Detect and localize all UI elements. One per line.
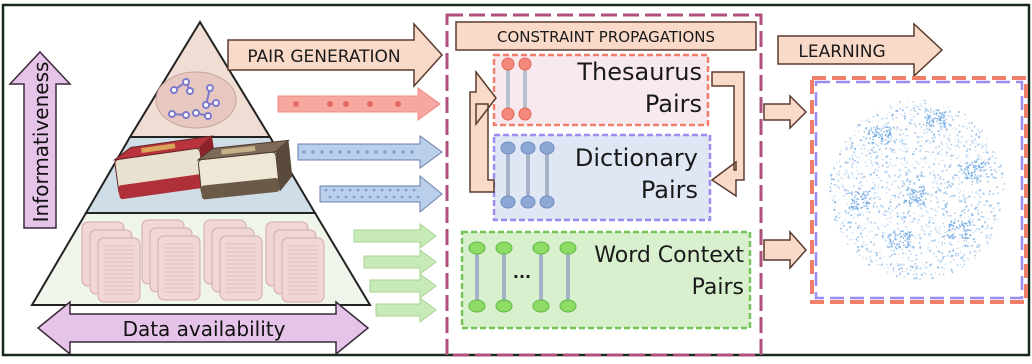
ellipsis-label: ... — [513, 263, 531, 282]
books-icon — [112, 135, 293, 200]
constraint-propagations-header: CONSTRAINT PROPAGATIONS — [455, 21, 757, 51]
pair-generation-arrow: PAIR GENERATION — [227, 22, 444, 88]
context-input-arrows — [353, 223, 437, 323]
word-context-label: Word Context — [594, 243, 744, 268]
learning-label: LEARNING — [798, 42, 885, 62]
thesaurus-pairs-box: Thesaurus Pairs — [492, 53, 710, 127]
dictionary-pairs-box: Dictionary Pairs — [492, 133, 712, 222]
pair-generation-label: PAIR GENERATION — [247, 47, 400, 67]
thesaurus-pairs-label: Pairs — [645, 90, 702, 118]
embedding-box — [810, 76, 1028, 304]
dictionary-pairs-label: Pairs — [641, 176, 698, 204]
word-context-pairs-box: ... Word Context Pairs — [460, 230, 752, 330]
dictionary-label: Dictionary — [575, 144, 698, 172]
informativeness-arrow: Informativeness — [8, 50, 72, 229]
output-arrow-lower — [763, 230, 808, 270]
word-context-pairs-label: Pairs — [692, 275, 744, 300]
thesaurus-input-arrow — [277, 87, 441, 121]
dictionary-input-arrow-2 — [319, 174, 443, 214]
point-cloud-icon — [829, 99, 1006, 281]
data-availability-label: Data availability — [123, 317, 286, 341]
constraint-frame — [445, 13, 763, 357]
output-arrow-upper — [763, 94, 808, 130]
thesaurus-label: Thesaurus — [576, 58, 702, 86]
informativeness-label: Informativeness — [29, 62, 53, 223]
propagation-arrow-right — [710, 71, 745, 198]
graph-icon — [155, 71, 237, 129]
dictionary-input-arrow-1 — [297, 135, 443, 169]
data-availability-arrow: Data availability — [36, 300, 370, 356]
learning-arrow: LEARNING — [777, 22, 944, 78]
constraint-propagations-label: CONSTRAINT PROPAGATIONS — [497, 28, 715, 46]
documents-icon — [81, 219, 325, 303]
propagation-arrow-left — [469, 69, 497, 193]
